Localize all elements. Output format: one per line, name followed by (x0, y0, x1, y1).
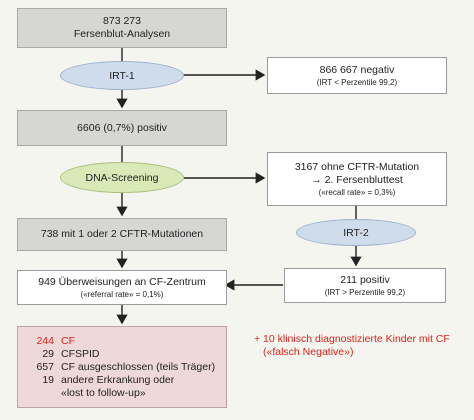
negative-count: 866 667 negativ (319, 63, 395, 76)
screening-total-box: 873 273 Fersenblut-Analysen (17, 8, 227, 48)
screening-total-label: Fersenblut-Analysen (73, 28, 171, 40)
irt1-step: IRT-1 (60, 61, 184, 90)
irt2-step: IRT-2 (296, 219, 416, 246)
outcome-label: CFSPID (61, 347, 100, 360)
outcome-number (26, 387, 61, 400)
outcome-number: 657 (36, 360, 54, 373)
outcome-row-other: 19 andere Erkrankung oder (26, 374, 226, 387)
negative-criterion: (IRT < Perzentile 99,2) (316, 77, 398, 87)
irt2-positive-count: 211 positiv (340, 273, 390, 286)
mutation-box: 738 mit 1 oder 2 CFTR-Mutationen (17, 218, 227, 251)
dna-screening-label: DNA-Screening (85, 171, 159, 184)
irt2-label: IRT-2 (343, 226, 369, 239)
outcome-row-cfspid: 29 CFSPID (26, 348, 226, 361)
outcomes-box: 244 CF 29 CFSPID 657 CF ausgeschlossen (… (17, 326, 227, 408)
irt2-positive-criterion: (IRT > Perzentile 99,2) (324, 287, 406, 297)
outcome-label: CF (61, 334, 75, 347)
irt1-positive-box: 6606 (0,7%) positiv (17, 110, 227, 146)
outcome-label: andere Erkrankung oder (61, 373, 175, 386)
outcome-row-excluded: 657 CF ausgeschlossen (teils Träger) (26, 361, 226, 374)
outcome-number: 19 (42, 373, 54, 386)
no-mutation-box: 3167 ohne CFTR-Mutation → 2. Fersenblutt… (267, 152, 447, 206)
false-negative-note-line2: («falsch Negative») (263, 346, 354, 358)
referral-rate: («referral rate» = 0,1%) (80, 289, 164, 299)
irt1-label: IRT-1 (109, 69, 135, 82)
referral-count-label: 949 Überweisungen an CF-Zentrum (38, 275, 206, 288)
irt1-negative-box: 866 667 negativ (IRT < Perzentile 99,2) (267, 57, 447, 94)
recall-rate: («recall rate» = 0,3%) (318, 187, 396, 197)
outcome-row-lost: «lost to follow-up» (26, 387, 226, 400)
false-negative-note-line1: + 10 klinisch diagnostizierte Kinder mit… (254, 333, 450, 345)
outcome-number: 29 (42, 347, 54, 360)
no-mutation-count: 3167 ohne CFTR-Mutation (294, 160, 420, 173)
positive-count-label: 6606 (0,7%) positiv (77, 121, 167, 134)
outcome-row-cf: 244 CF (26, 335, 226, 348)
outcome-label: «lost to follow-up» (61, 386, 146, 399)
mutation-count-label: 738 mit 1 oder 2 CFTR-Mutationen (40, 228, 204, 240)
dna-screening-step: DNA-Screening (60, 162, 184, 193)
screening-total-count: 873 273 (103, 15, 141, 27)
second-heelprick-test: → 2. Fersenbluttest (311, 173, 403, 186)
referral-box: 949 Überweisungen an CF-Zentrum («referr… (17, 270, 227, 305)
irt2-positive-box: 211 positiv (IRT > Perzentile 99,2) (284, 268, 446, 303)
outcome-number: 244 (36, 334, 54, 347)
false-negative-note: + 10 klinisch diagnostizierte Kinder mit… (254, 333, 469, 359)
outcome-label: CF ausgeschlossen (teils Träger) (61, 360, 216, 373)
